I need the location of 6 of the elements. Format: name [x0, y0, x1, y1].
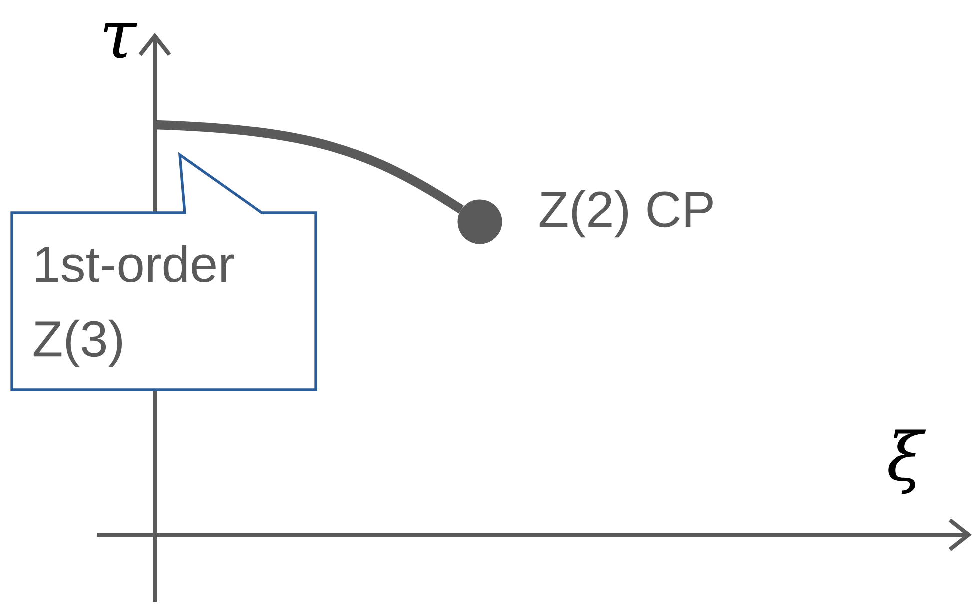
endpoint-dot — [458, 200, 502, 244]
point-label: Z(2) CP — [540, 190, 713, 238]
axis-label: τ — [104, 24, 138, 59]
axis-label: ξ — [888, 430, 926, 494]
callout-box: 1st-order Z(3) — [10, 152, 318, 392]
transition-line — [154, 120, 464, 214]
